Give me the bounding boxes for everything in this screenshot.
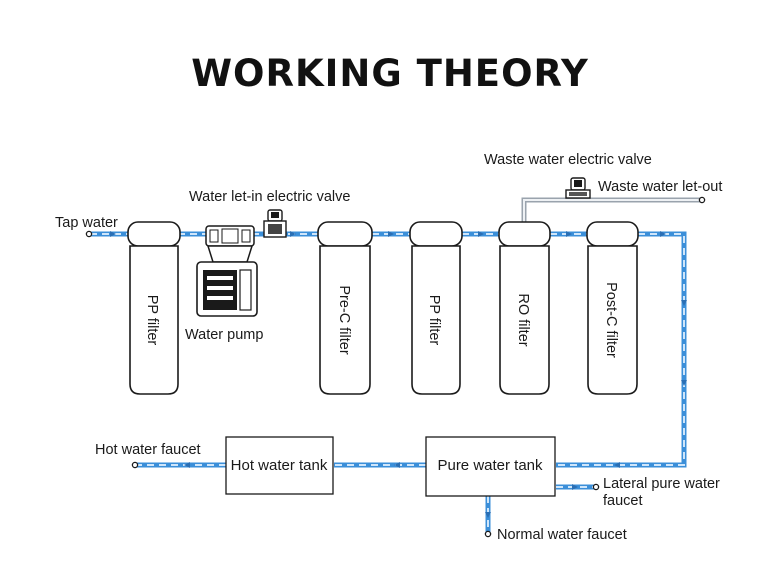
pure-water-tank: Pure water tank	[425, 436, 556, 497]
filter-label: RO filter	[515, 293, 531, 346]
water-let-in-valve-icon	[263, 209, 287, 238]
hot-faucet-outlet	[131, 461, 139, 469]
normal-faucet-outlet	[484, 530, 492, 538]
waste-water-let-out-label: Waste water let-out	[598, 179, 722, 195]
hot-water-tank-label: Hot water tank	[231, 457, 328, 474]
hot-water-tank: Hot water tank	[225, 436, 334, 495]
filter-2: Pre-C filter	[317, 221, 373, 395]
lateral-faucet-label-line2: faucet	[603, 493, 643, 509]
tap-water-label: Tap water	[55, 215, 118, 231]
hot-water-faucet-label: Hot water faucet	[95, 442, 201, 458]
normal-water-faucet-label: Normal water faucet	[497, 527, 627, 543]
waste-water-valve-label: Waste water electric valve	[484, 152, 652, 168]
flow-arrows	[110, 231, 687, 518]
lateral-faucet-outlet	[592, 483, 600, 491]
water-pump-label: Water pump	[185, 327, 263, 343]
filter-4: RO filter	[498, 221, 551, 395]
waste-valve-icon	[565, 177, 591, 199]
waste-water-pipe	[521, 197, 700, 222]
filter-label: PP filter	[144, 295, 160, 346]
page-title: WORKING THEORY	[191, 52, 589, 95]
water-let-in-valve-label: Water let-in electric valve	[189, 189, 350, 205]
filter-label: PP filter	[426, 295, 442, 346]
filter-5: Post-C filter	[586, 221, 639, 395]
water-pump-icon	[196, 225, 258, 317]
waste-outlet	[698, 196, 706, 204]
filter-label: Post-C filter	[603, 282, 619, 358]
filter-1: PP filter	[127, 221, 181, 395]
filter-3: PP filter	[409, 221, 463, 395]
lateral-faucet-label-line1: Lateral pure water	[603, 476, 720, 492]
tap-water-inlet	[85, 230, 93, 238]
pure-water-tank-label: Pure water tank	[437, 457, 543, 474]
filter-label: Pre-C filter	[336, 285, 352, 354]
